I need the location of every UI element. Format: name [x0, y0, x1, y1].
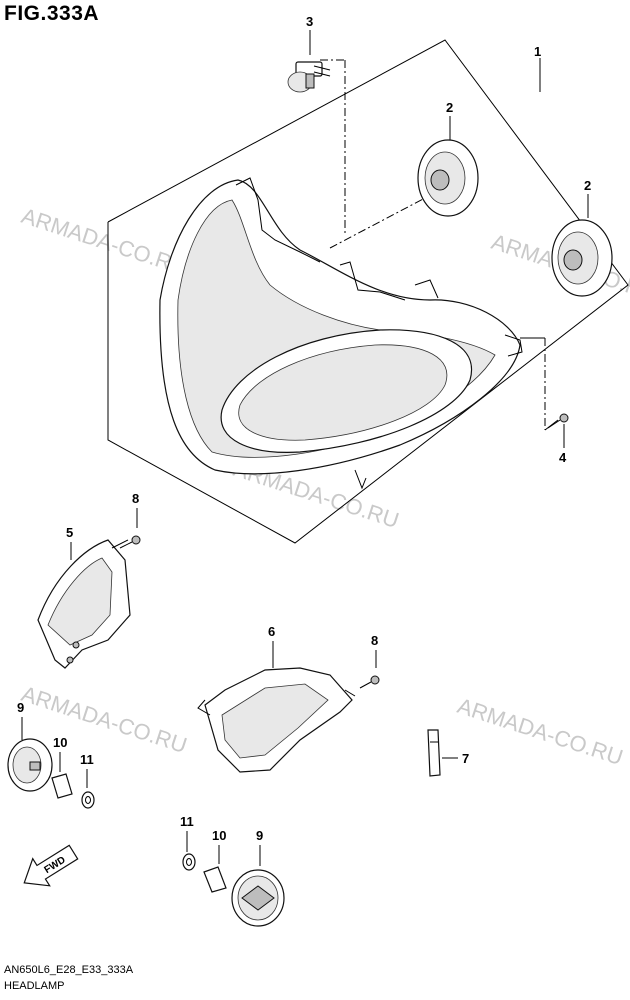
callout-5: 5 — [66, 525, 73, 540]
callout-3: 3 — [306, 14, 313, 29]
callout-1: 1 — [534, 44, 541, 59]
clip — [427, 729, 441, 777]
side-reflector-bracket — [37, 539, 131, 669]
screw — [359, 675, 380, 689]
callout-9: 9 — [17, 700, 24, 715]
figure-title: FIG.333A — [4, 2, 100, 25]
screw — [547, 413, 569, 429]
washer — [81, 791, 95, 809]
fwd-arrow: FWD — [23, 844, 79, 887]
callout-11: 11 — [80, 752, 94, 767]
washer — [182, 853, 196, 871]
assembly-outline — [107, 39, 629, 544]
watermark: ARMADA-CO.RU — [18, 203, 190, 280]
socket-cover — [551, 219, 613, 297]
socket-cover — [417, 139, 479, 217]
screw — [119, 535, 141, 549]
callout-10: 10 — [212, 828, 226, 843]
headlamp-housing — [159, 177, 523, 490]
callout-4: 4 — [559, 450, 567, 465]
headlamp-cover — [197, 667, 356, 773]
diagram-code: AN650L6_E28_E33_333A — [4, 964, 134, 976]
callout-8: 8 — [132, 491, 139, 506]
callout-9: 9 — [256, 828, 263, 843]
callout-6: 6 — [268, 624, 275, 639]
callout-2: 2 — [584, 178, 591, 193]
reflector — [7, 738, 53, 792]
watermark: ARMADA-CO.RU — [454, 693, 626, 770]
callout-10: 10 — [53, 735, 67, 750]
spacer — [203, 866, 227, 893]
callout-2: 2 — [446, 100, 453, 115]
callout-8: 8 — [371, 633, 378, 648]
reflector — [231, 869, 285, 927]
headlight-bulb — [287, 61, 331, 93]
callout-11: 11 — [180, 814, 194, 829]
callout-7: 7 — [462, 751, 469, 766]
spacer — [51, 773, 73, 799]
diagram-name: HEADLAMP — [4, 980, 65, 992]
